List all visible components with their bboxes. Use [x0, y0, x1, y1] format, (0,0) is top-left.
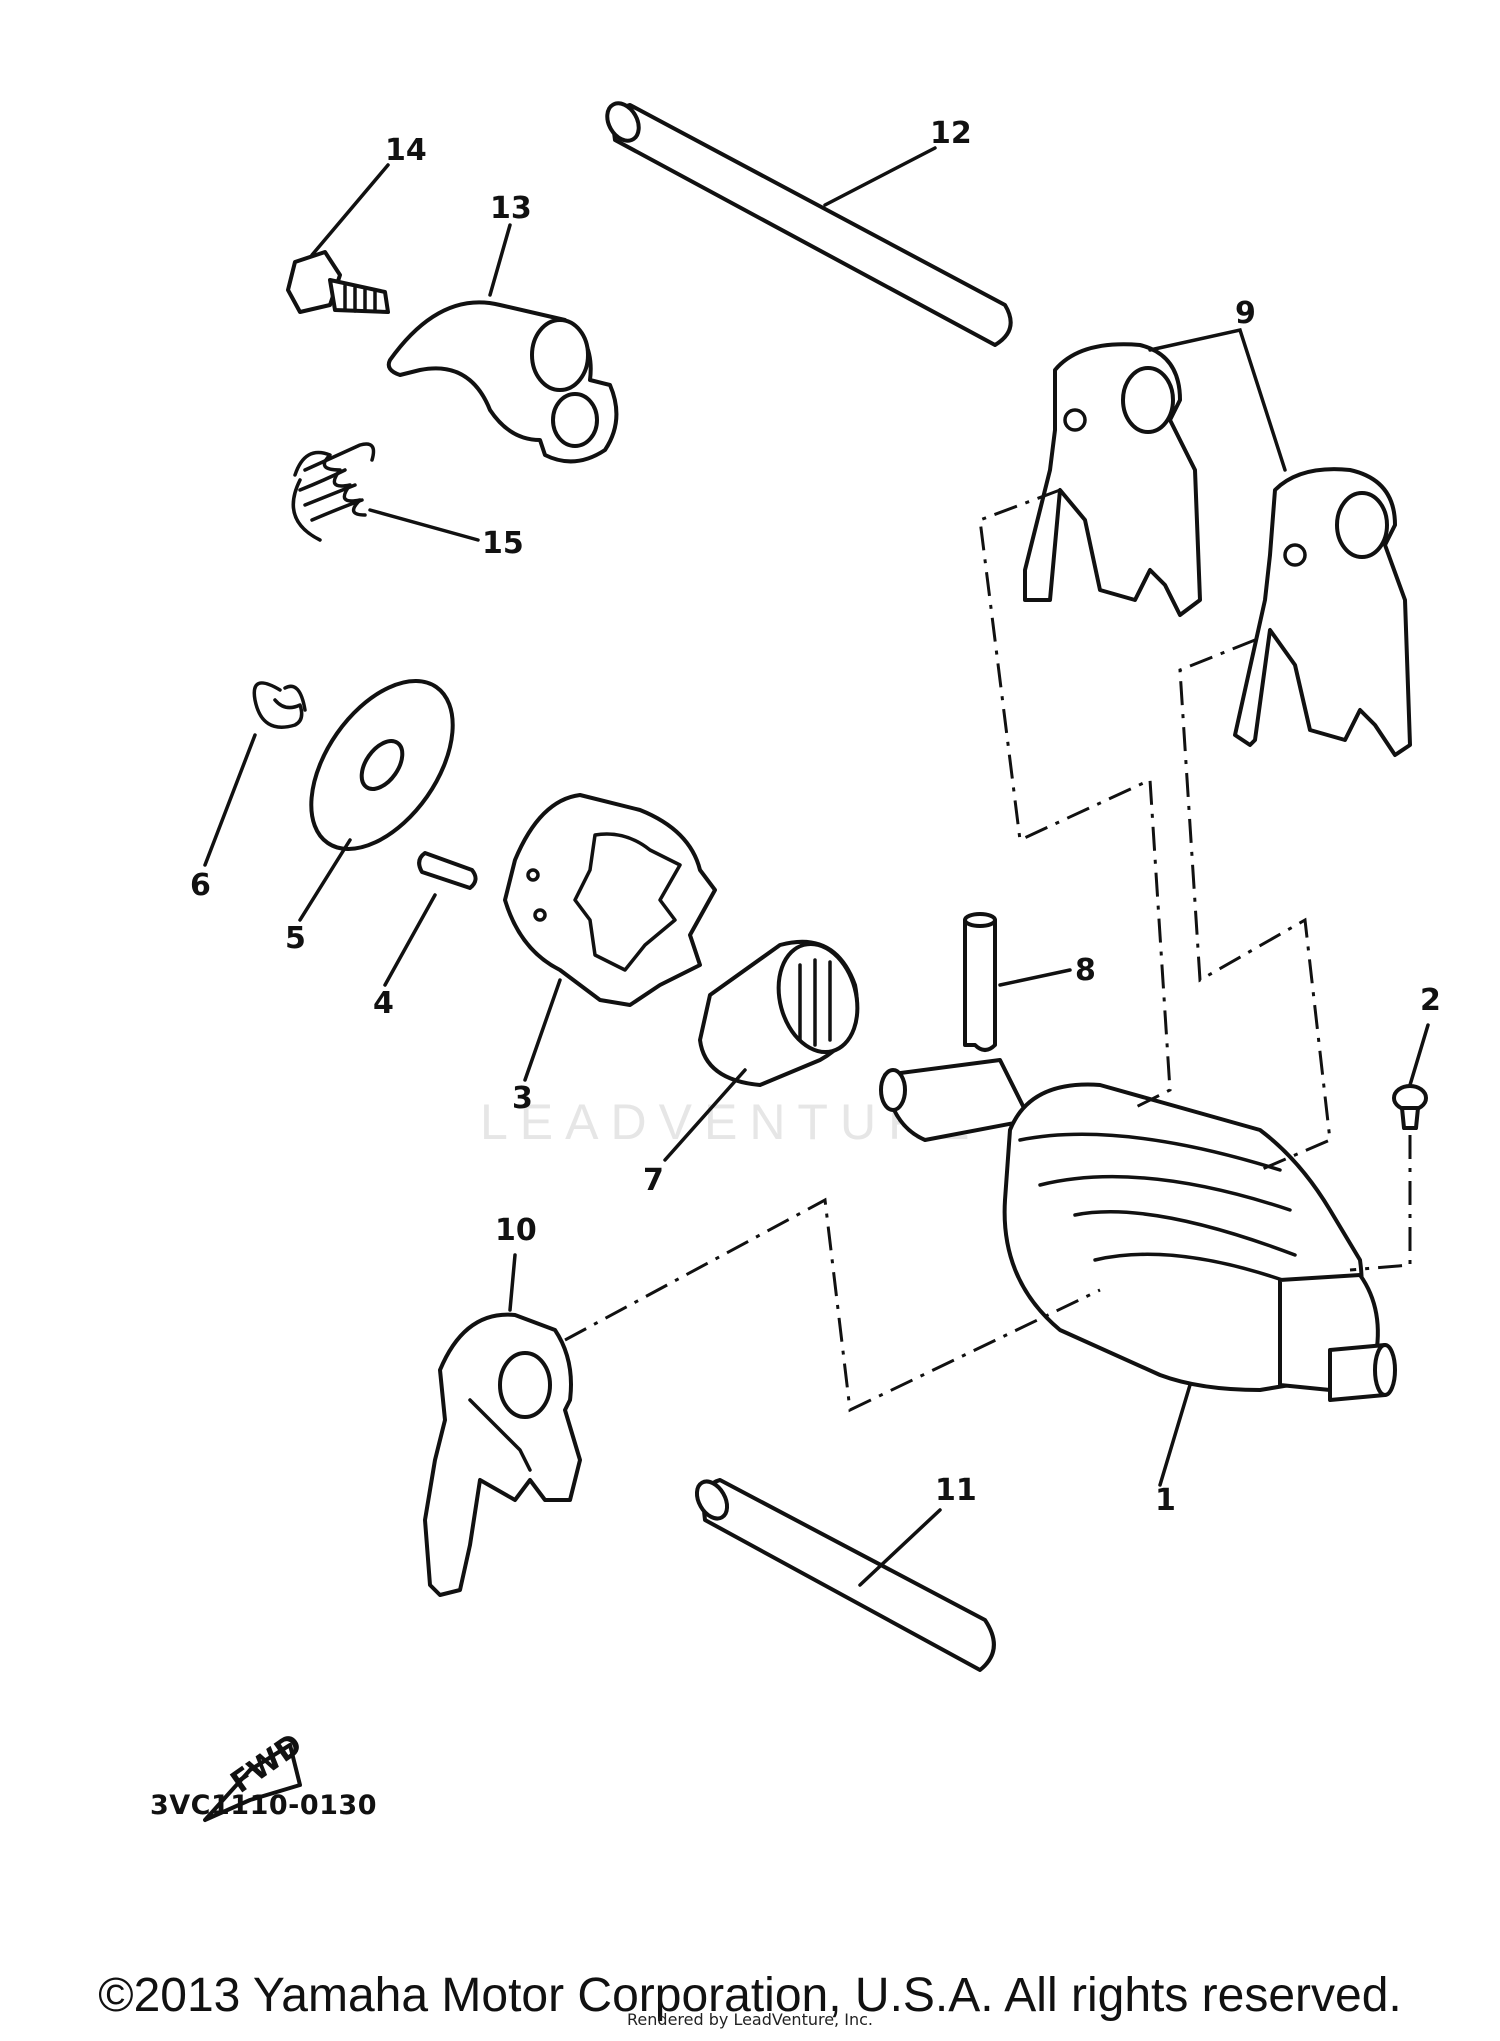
callout-2: 2	[1420, 983, 1441, 1018]
callout-8: 8	[1075, 953, 1096, 988]
part-2-screw[interactable]	[1392, 1023, 1430, 1130]
part-10-shift-fork[interactable]	[423, 1253, 582, 1597]
part-3-segment[interactable]	[503, 793, 717, 1082]
part-14-bolt[interactable]	[286, 163, 390, 314]
callout-7: 7	[643, 1163, 664, 1198]
part-11-guide-bar[interactable]	[691, 1476, 996, 1672]
part-4-pin[interactable]	[383, 851, 478, 987]
part-9-shift-fork-a[interactable]	[1023, 342, 1202, 617]
callout-10: 10	[495, 1213, 537, 1248]
callout-11: 11	[935, 1473, 977, 1508]
part-8-dowel-pin[interactable]	[963, 912, 1072, 1052]
part-5-washer[interactable]	[282, 656, 481, 922]
callout-14: 14	[385, 133, 427, 168]
callout-1: 1	[1155, 1483, 1176, 1518]
rendered-by-notice: Rendered by LeadVenture, Inc.	[627, 2010, 873, 2029]
part-7-bearing[interactable]	[663, 935, 869, 1162]
callout-6: 6	[190, 868, 211, 903]
callout-4: 4	[373, 986, 394, 1021]
callout-9: 9	[1235, 296, 1256, 331]
callout-5: 5	[285, 921, 306, 956]
callout-12: 12	[930, 116, 972, 151]
part-12-guide-bar[interactable]	[601, 98, 1013, 347]
part-1-shift-drum[interactable]	[879, 1058, 1397, 1487]
diagram-code: 3VC1110-0130	[150, 1790, 377, 1821]
callout-3: 3	[512, 1081, 533, 1116]
part-6-circlip[interactable]	[203, 681, 307, 867]
part-15-spring[interactable]	[291, 442, 480, 542]
callout-13: 13	[490, 191, 532, 226]
callout-15: 15	[482, 526, 524, 561]
part-13-stopper-lever[interactable]	[386, 223, 619, 464]
copyright-notice: ©2013 Yamaha Motor Corporation, U.S.A. A…	[98, 1969, 1402, 2022]
part-9-shift-fork-b[interactable]	[1233, 467, 1412, 757]
assembly-guide-lines	[564, 488, 1412, 1413]
